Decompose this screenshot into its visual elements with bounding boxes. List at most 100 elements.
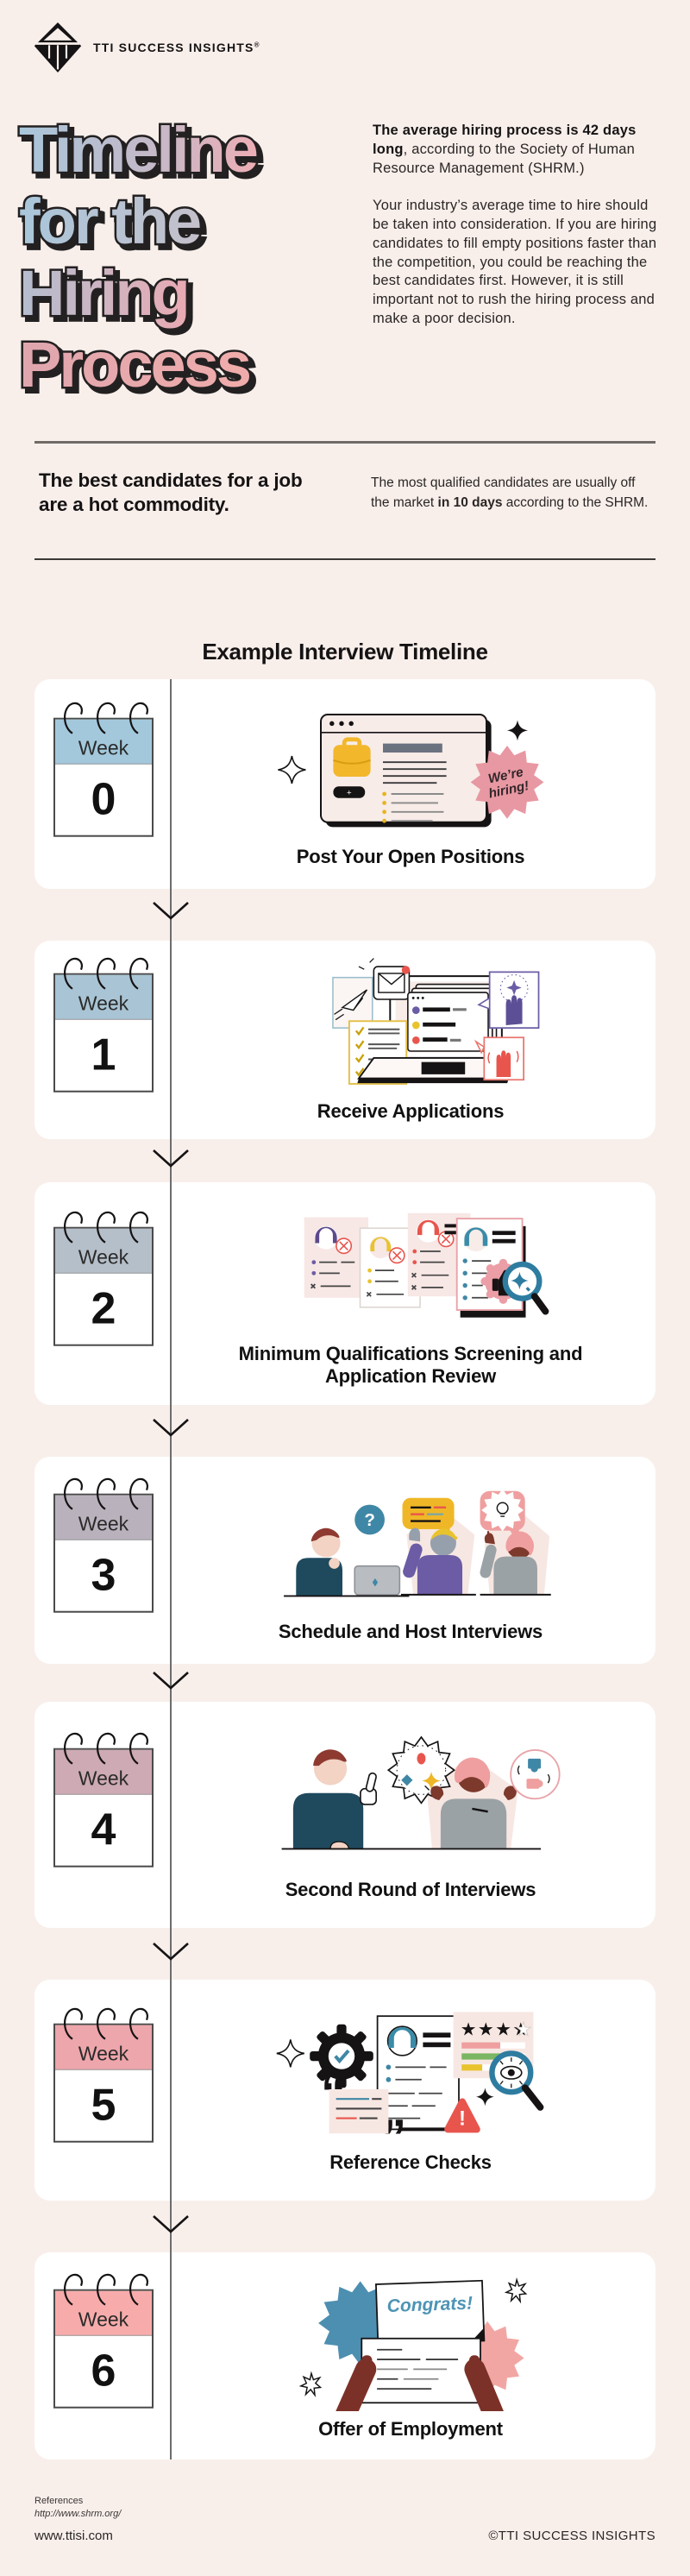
resume-rejected-1 <box>304 1217 369 1298</box>
calendar-number: 5 <box>91 2080 116 2131</box>
letter-body <box>361 2337 481 2404</box>
footer-copyright: ©TTI SUCCESS INSIGHTS <box>488 2529 656 2543</box>
calendar-number: 3 <box>91 1550 116 1601</box>
references-url: http://www.shrm.org/ <box>34 2508 122 2519</box>
person-thumbs-up <box>292 1749 377 1850</box>
candidate-resume <box>376 2015 460 2131</box>
card-caption: Schedule and Host Interviews <box>278 1621 543 1643</box>
calendar-icon: Week 4 <box>53 1732 154 1867</box>
down-arrow-icon <box>153 1672 189 1690</box>
calendar-rings-icon <box>64 1477 148 1510</box>
calendar-week-label: Week <box>55 1228 152 1274</box>
second-round-illustration <box>281 1735 561 1850</box>
puzzle-piece-pink <box>526 1779 543 1789</box>
highlight-right-post: according to the SHRM. <box>502 495 649 511</box>
title-shadow: for the <box>23 190 204 261</box>
calendar-number: 0 <box>91 774 116 825</box>
timeline-line <box>170 679 172 2459</box>
calendar-icon: Week 5 <box>53 2007 154 2143</box>
title-shadow: Process <box>23 333 254 405</box>
were-hiring-badge: We’re hiring! <box>470 745 544 819</box>
sparkle-icon <box>278 755 306 784</box>
title-shadow: Timeline <box>23 118 261 190</box>
footer-site-link: www.ttisi.com <box>34 2529 113 2543</box>
card-caption: Reference Checks <box>329 2151 492 2174</box>
star-outline-icon <box>504 2277 528 2304</box>
logo-diamond-icon <box>34 22 82 72</box>
star-rating: ★★★★ <box>461 2020 530 2040</box>
reaction-card-red <box>474 1036 525 1081</box>
timeline-card-week-6: Week 6 Congrats! <box>34 2252 656 2459</box>
divider <box>34 441 656 444</box>
card-caption: Receive Applications <box>317 1100 505 1123</box>
calendar-icon: Week 3 <box>53 1477 154 1613</box>
down-arrow-icon <box>153 902 189 920</box>
svg-text:★: ★ <box>516 2020 532 2040</box>
warning-icon: ! <box>444 2098 480 2133</box>
calendar-week-label: Week <box>55 974 152 1020</box>
eye-magnifier-icon <box>489 2050 544 2111</box>
receive-applications-illustration <box>332 958 540 1085</box>
down-arrow-icon <box>153 1149 189 1168</box>
right-thumb <box>469 2355 480 2377</box>
sparkle-icon <box>507 719 528 740</box>
calendar-rings-icon <box>64 702 148 734</box>
title-line: Hiring <box>19 257 188 329</box>
calendar-rings-icon <box>64 957 148 990</box>
timeline-card-week-4: Week 4 <box>34 1702 656 1928</box>
title-line: Process <box>19 329 250 400</box>
calendar-number: 2 <box>91 1283 116 1334</box>
calendar-number: 6 <box>91 2346 116 2396</box>
envelope-icon <box>358 958 411 1000</box>
calendar-icon: Week 2 <box>53 1211 154 1346</box>
person-with-idea <box>480 1489 551 1596</box>
screening-illustration <box>304 1212 549 1318</box>
calendar-rings-icon <box>64 1211 148 1244</box>
calendar-rings-icon <box>64 1732 148 1765</box>
briefcase-icon <box>333 736 371 777</box>
calendar-icon: Week 1 <box>53 957 154 1093</box>
calendar-week-label: Week <box>55 1749 152 1795</box>
sparkle-icon <box>276 2039 304 2068</box>
page-title: Timeline for the Hiring Process Timeline… <box>17 112 267 406</box>
brand-logo: TTI SUCCESS INSIGHTS® <box>33 21 260 74</box>
references-label: References <box>34 2496 84 2506</box>
card-caption: Post Your Open Positions <box>296 845 525 867</box>
highlight-right: The most qualified candidates are usuall… <box>371 473 656 513</box>
timeline-card-week-0: Week 0 <box>34 679 656 889</box>
congrats-letter: Congrats! <box>374 2279 486 2346</box>
calendar-week-label: Week <box>55 1495 152 1540</box>
section-heading: Example Interview Timeline <box>202 639 488 664</box>
calendar-icon: Week 6 <box>53 2273 154 2409</box>
highlight-right-bold: in 10 days <box>437 495 503 511</box>
magnifying-glass-icon <box>502 1261 549 1315</box>
calendar-week-label: Week <box>55 719 152 765</box>
offer-letter-illustration: Congrats! <box>298 2277 528 2412</box>
timeline-card-week-3: Week 3 ? <box>34 1457 656 1664</box>
job-posting-illustration: + We’re hiring! <box>278 713 544 827</box>
card-caption: Offer of Employment <box>318 2418 503 2441</box>
resume-stack <box>407 983 498 1052</box>
down-arrow-icon <box>153 1419 189 1437</box>
intro-bold-text: The average hiring process is 42 days lo… <box>373 123 637 157</box>
calendar-rings-icon <box>64 2007 148 2040</box>
lightbulb-icon <box>496 1502 509 1517</box>
title-line: Timeline <box>19 114 257 186</box>
timeline-card-week-2: Week 2 <box>34 1182 656 1405</box>
calendar-week-label: Week <box>55 2290 152 2336</box>
card-caption: Minimum Qualifications Screening and App… <box>238 1343 583 1387</box>
title-shadow: Hiring <box>23 261 192 333</box>
calendar-number: 4 <box>91 1804 116 1855</box>
down-arrow-icon <box>153 2215 189 2233</box>
intro-paragraph: The average hiring process is 42 days lo… <box>373 122 661 178</box>
timeline-card-week-5: Week 5 <box>34 1980 656 2201</box>
highlight-right-pre: The most qualified candidates are usuall… <box>371 476 636 511</box>
footer-references: References http://www.shrm.org/ <box>34 2495 121 2521</box>
person-raising-hand <box>400 1497 476 1596</box>
calendar-icon: Week 0 <box>53 702 154 837</box>
logo-text: TTI SUCCESS INSIGHTS® <box>93 41 260 54</box>
person-shrugging <box>424 1757 524 1849</box>
congrats-text: Congrats! <box>386 2294 473 2316</box>
calendar-rings-icon <box>64 2273 148 2306</box>
